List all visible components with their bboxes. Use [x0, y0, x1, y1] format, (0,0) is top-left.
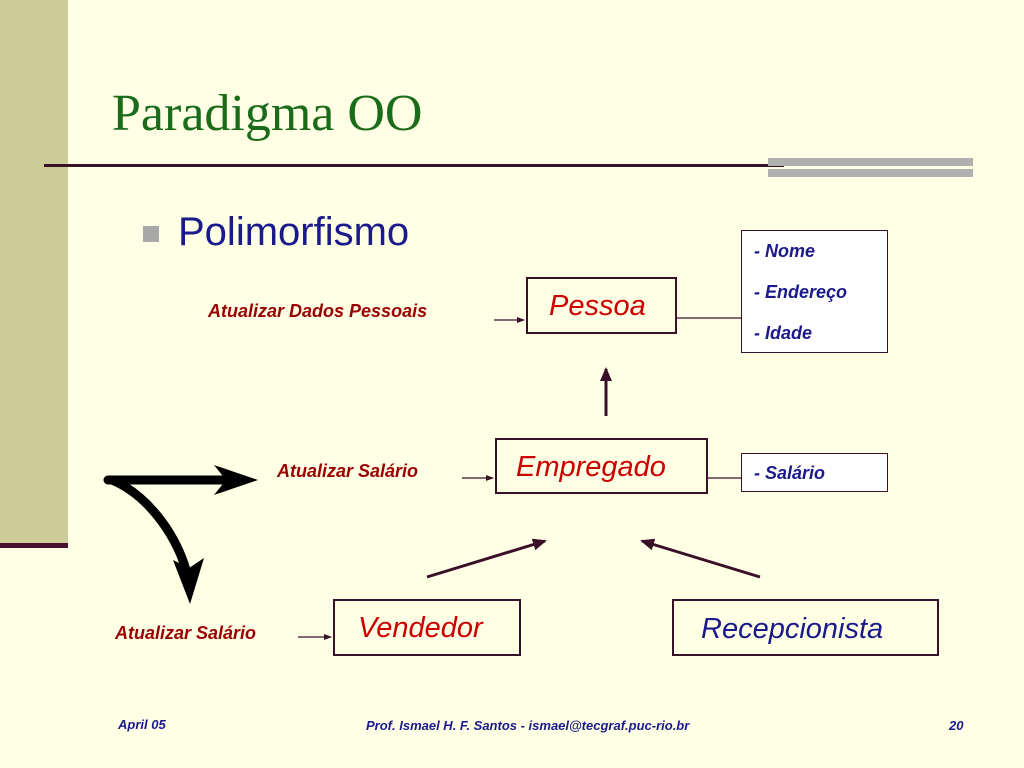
inheritance-recepcionista-to-empregado [640, 538, 761, 579]
left-band-underline [0, 543, 68, 548]
bullet-square-icon [143, 226, 159, 242]
inheritance-vendedor-to-empregado [426, 538, 547, 579]
bullet-polimorfismo: Polimorfismo [178, 210, 410, 254]
method-atualizar-dados-pessoais: Atualizar Dados Pessoais [208, 301, 428, 321]
footer-date: April 05 [118, 717, 166, 732]
attribute-endereco: - Endereço [754, 282, 848, 302]
attribute-idade: - Idade [754, 323, 813, 343]
slide-title: Paradigma OO [112, 85, 423, 142]
attributes-box-empregado: - Salário [741, 453, 888, 492]
title-rule [44, 164, 784, 167]
class-label-pessoa: Pessoa [549, 290, 646, 322]
class-box-vendedor: Vendedor [333, 599, 521, 656]
attributes-box-pessoa: - Nome - Endereço - Idade [741, 230, 888, 353]
class-box-pessoa: Pessoa [526, 277, 677, 334]
polymorphism-arrow-icon [103, 465, 258, 604]
left-decorative-band [0, 0, 68, 548]
class-label-empregado: Empregado [516, 451, 666, 483]
footer-page-number: 20 [949, 718, 964, 733]
class-label-vendedor: Vendedor [358, 612, 483, 644]
class-label-recepcionista: Recepcionista [701, 613, 884, 645]
class-box-empregado: Empregado [495, 438, 708, 494]
class-box-recepcionista: Recepcionista [672, 599, 939, 656]
title-accent-bar-bottom [768, 169, 973, 177]
attribute-nome: - Nome [754, 241, 816, 261]
method-atualizar-salario-vendedor: Atualizar Salário [115, 623, 257, 643]
method-atualizar-salario-empregado: Atualizar Salário [277, 461, 419, 481]
title-accent-bar-top [768, 158, 973, 166]
attribute-salario: - Salário [754, 463, 826, 483]
footer-author: Prof. Ismael H. F. Santos - ismael@tecgr… [366, 718, 690, 733]
